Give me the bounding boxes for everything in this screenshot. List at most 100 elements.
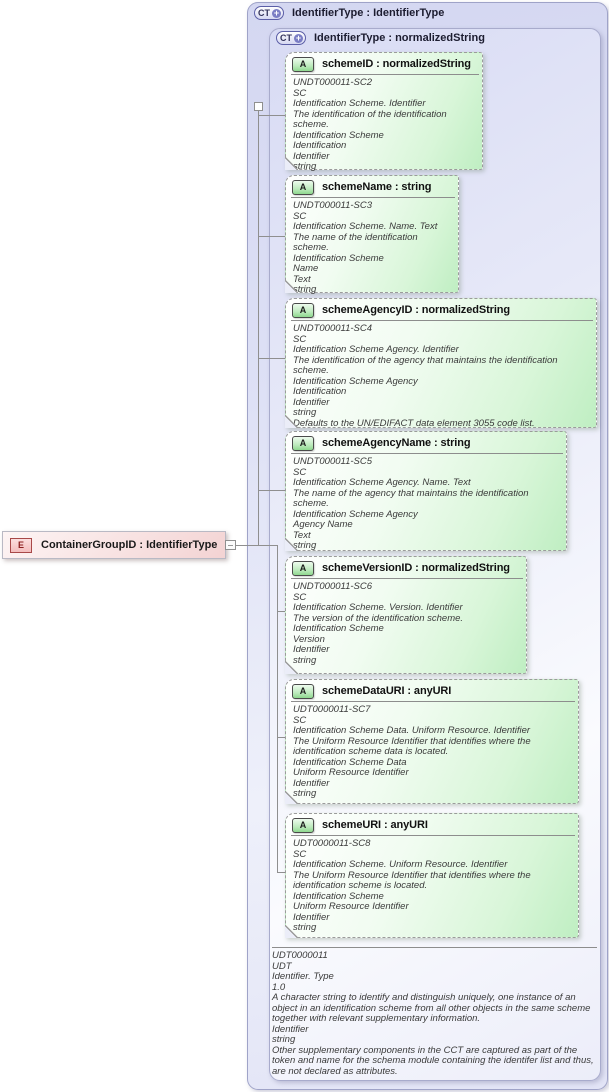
doc-line: Identification bbox=[293, 386, 347, 397]
attribute-icon: A bbox=[292, 56, 314, 72]
attribute-icon: A bbox=[292, 435, 314, 451]
attribute-box-schemeagencyid[interactable]: A schemeAgencyID : normalizedString UNDT… bbox=[285, 298, 597, 428]
complextype-inner-title: IdentifierType : normalizedString bbox=[314, 32, 485, 44]
doc-line: Identification Scheme Agency. Name. Text bbox=[293, 477, 471, 488]
doc-line: Defaults to the UN/EDIFACT data element … bbox=[293, 417, 535, 429]
doc-line: Identification Scheme bbox=[293, 623, 384, 634]
plus-icon: + bbox=[294, 32, 303, 43]
doc-line: Agency Name bbox=[293, 519, 353, 530]
doc-line: Identification bbox=[293, 140, 347, 151]
doc-line: Identifier bbox=[293, 644, 330, 655]
attribute-box-schemeid[interactable]: A schemeID : normalizedString UNDT000011… bbox=[285, 52, 483, 173]
attribute-title: schemeAgencyID : normalizedString bbox=[322, 304, 511, 316]
doc-line: Identifier bbox=[293, 396, 330, 408]
doc-line: Identifier. Type bbox=[272, 971, 334, 982]
attribute-separator bbox=[291, 701, 575, 702]
doc-line: The identification of the agency that ma… bbox=[293, 354, 558, 376]
doc-line: Text bbox=[293, 273, 311, 285]
element-box-containergroupid[interactable]: E ContainerGroupID : IdentifierType bbox=[2, 531, 226, 559]
doc-line: string bbox=[293, 540, 317, 551]
doc-line: SC bbox=[293, 848, 307, 860]
doc-line: Identification Scheme Data. Uniform Reso… bbox=[293, 725, 531, 736]
connector-trunk-lower bbox=[277, 545, 278, 873]
doc-line: The Uniform Resource Identifier that ide… bbox=[293, 869, 531, 891]
doc-line: UDT0000011-SC7 bbox=[293, 704, 371, 715]
doc-line: UNDT000011-SC2 bbox=[293, 77, 373, 88]
doc-line: UNDT000011-SC4 bbox=[293, 323, 373, 334]
doc-line: string bbox=[293, 407, 317, 418]
connector-trunk-upper bbox=[258, 111, 259, 546]
type-doc-separator bbox=[272, 947, 597, 948]
connector-stub-schemeid bbox=[258, 115, 285, 116]
attribute-icon: A bbox=[292, 817, 314, 833]
complextype-inner-header[interactable]: CT+ IdentifierType : normalizedString bbox=[276, 31, 485, 45]
plus-icon: + bbox=[272, 7, 281, 18]
attribute-separator bbox=[291, 74, 479, 75]
doc-line: Identification Scheme Data bbox=[293, 756, 407, 768]
attribute-title: schemeName : string bbox=[322, 181, 432, 193]
attribute-title: schemeID : normalizedString bbox=[322, 58, 471, 70]
attribute-header: A schemeName : string bbox=[286, 176, 458, 196]
attribute-header: A schemeID : normalizedString bbox=[286, 53, 482, 73]
complextype-outer-header[interactable]: CT+ IdentifierType : IdentifierType bbox=[254, 6, 444, 20]
doc-line: UDT bbox=[272, 960, 292, 972]
element-icon: E bbox=[10, 537, 32, 553]
connector-stub-schemename bbox=[258, 236, 285, 237]
attribute-header: A schemeURI : anyURI bbox=[286, 814, 578, 834]
doc-line: Uniform Resource Identifier bbox=[293, 767, 409, 778]
doc-line: UNDT000011-SC3 bbox=[293, 200, 373, 211]
doc-line: Text bbox=[293, 529, 311, 541]
doc-line: A character string to identify and disti… bbox=[272, 992, 591, 1024]
connector-stub-schemeuri bbox=[277, 872, 285, 873]
attribute-separator bbox=[291, 453, 563, 454]
doc-line: UNDT000011-SC6 bbox=[293, 581, 373, 592]
doc-line: Identification Scheme bbox=[293, 252, 384, 264]
attribute-box-schemeversionid[interactable]: A schemeVersionID : normalizedString UND… bbox=[285, 556, 527, 674]
doc-line: Other supplementary components in the CC… bbox=[272, 1044, 594, 1077]
doc-line: string bbox=[293, 284, 317, 295]
doc-line: Identification Scheme. Identifier bbox=[293, 98, 426, 109]
attribute-icon: A bbox=[292, 302, 314, 318]
attribute-title: schemeAgencyName : string bbox=[322, 437, 471, 449]
attribute-title: schemeDataURI : anyURI bbox=[322, 685, 452, 697]
doc-line: string bbox=[272, 1034, 296, 1045]
doc-line: UDT0000011 bbox=[272, 950, 328, 961]
doc-line: The version of the identification scheme… bbox=[293, 612, 464, 624]
element-collapse-handle[interactable] bbox=[225, 540, 236, 550]
doc-line: Identification Scheme. Name. Text bbox=[293, 221, 438, 232]
connector-stub-schemeversionid bbox=[277, 611, 285, 612]
attribute-header: A schemeVersionID : normalizedString bbox=[286, 557, 526, 577]
doc-line: UDT0000011-SC8 bbox=[293, 838, 371, 849]
doc-line: Identification Scheme bbox=[293, 890, 384, 902]
attribute-header: A schemeAgencyID : normalizedString bbox=[286, 299, 596, 319]
attribute-header: A schemeAgencyName : string bbox=[286, 432, 566, 452]
doc-line: Identification Scheme. Version. Identifi… bbox=[293, 602, 463, 613]
doc-line: The identification of the identification… bbox=[293, 108, 447, 130]
connector-stub-schemeagencyname bbox=[258, 490, 285, 491]
connector-junction-square bbox=[254, 102, 263, 111]
doc-line: SC bbox=[293, 714, 307, 726]
element-label: ContainerGroupID : IdentifierType bbox=[41, 539, 218, 551]
doc-line: Identifier bbox=[293, 777, 330, 789]
attribute-title: schemeVersionID : normalizedString bbox=[322, 562, 510, 574]
doc-line: Identifier bbox=[293, 911, 330, 923]
attribute-separator bbox=[291, 320, 593, 321]
doc-line: Uniform Resource Identifier bbox=[293, 901, 409, 912]
attribute-icon: A bbox=[292, 683, 314, 699]
attribute-box-schemeagencyname[interactable]: A schemeAgencyName : string UNDT000011-S… bbox=[285, 431, 567, 551]
doc-line: The name of the agency that maintains th… bbox=[293, 487, 529, 509]
doc-line: Identification Scheme Agency bbox=[293, 508, 418, 520]
doc-line: UNDT000011-SC5 bbox=[293, 456, 373, 467]
attribute-header: A schemeDataURI : anyURI bbox=[286, 680, 578, 700]
attribute-separator bbox=[291, 197, 455, 198]
